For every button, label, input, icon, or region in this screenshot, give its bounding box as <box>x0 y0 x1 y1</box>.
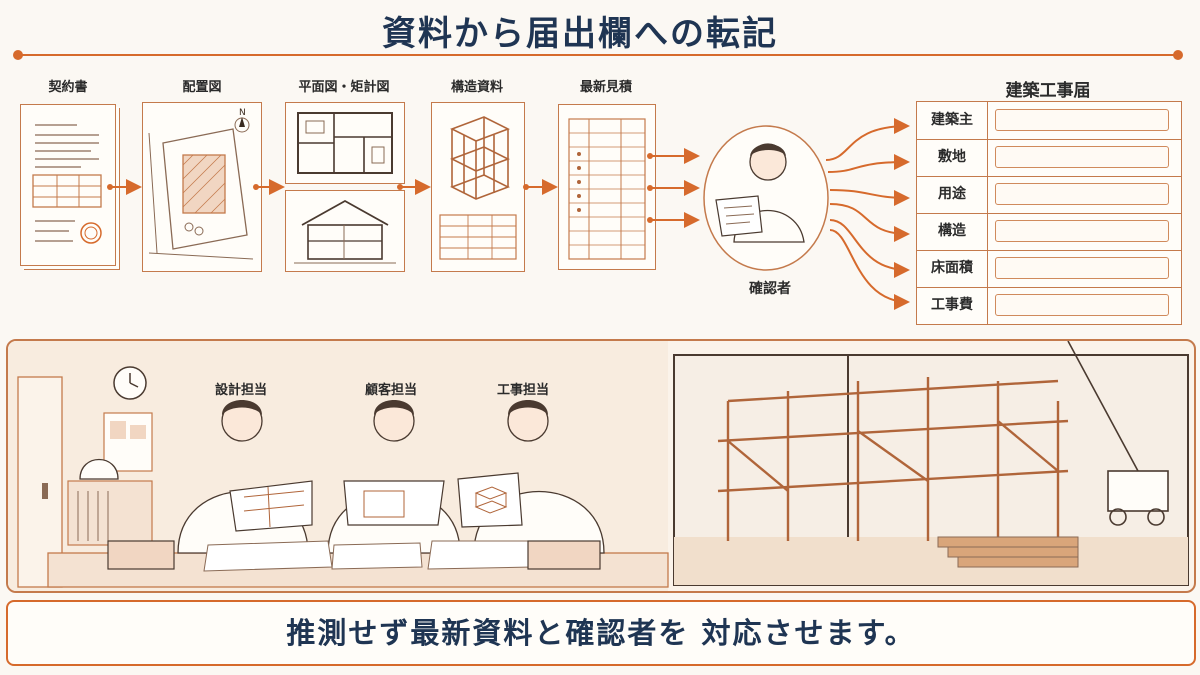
field-row-site: 敷地 <box>917 139 1181 177</box>
field-input-cost[interactable] <box>995 294 1169 316</box>
section-illustration <box>294 199 396 264</box>
person-designer <box>177 400 313 554</box>
construction-notice-form: 建築主 敷地 用途 構造 床面積 工事費 <box>916 101 1182 325</box>
field-input-structure[interactable] <box>995 220 1169 242</box>
doc-label-contract: 契約書 <box>48 80 88 95</box>
hard-hat-icon <box>79 458 119 480</box>
floor-plan-document <box>285 102 405 184</box>
person-client-manager <box>327 400 461 554</box>
doc-label-site-plan: 配置図 <box>182 80 222 95</box>
field-label-site: 敷地 <box>917 139 988 176</box>
person-construction-manager <box>457 400 605 554</box>
scene-illustration <box>8 341 1189 591</box>
site-plan-illustration: N <box>148 108 254 260</box>
structure-illustration <box>439 116 517 260</box>
title-divider <box>13 50 1183 60</box>
footer-message: 推測せず最新資料と確認者を 対応させます。 <box>286 616 916 650</box>
field-input-use[interactable] <box>995 183 1169 205</box>
field-row-floor-area: 床面積 <box>917 250 1181 288</box>
doc-label-floor-plan: 平面図・矩計図 <box>298 80 390 95</box>
floor-plan-illustration <box>297 112 393 174</box>
field-row-owner: 建築主 <box>917 102 1181 140</box>
timber-frame <box>717 377 1069 541</box>
office-scene: 設計担当 顧客担当 工事担当 <box>6 339 1196 593</box>
field-label-floor-area: 床面積 <box>917 250 988 287</box>
section-drawing <box>285 190 405 272</box>
crane-icon <box>1067 341 1169 526</box>
role-label-designer: 設計担当 <box>214 383 267 398</box>
role-label-client-manager: 顧客担当 <box>364 383 417 398</box>
field-row-structure: 構造 <box>917 213 1181 251</box>
shelf <box>67 480 153 546</box>
estimate-document <box>558 104 656 270</box>
door <box>17 376 63 588</box>
field-input-floor-area[interactable] <box>995 257 1169 279</box>
field-label-owner: 建築主 <box>917 102 988 139</box>
flow-arrows <box>107 118 910 310</box>
field-row-cost: 工事費 <box>917 287 1181 324</box>
estimate-illustration <box>568 118 646 260</box>
field-label-cost: 工事費 <box>917 287 988 324</box>
checker-illustration <box>703 125 829 271</box>
contract-document <box>20 104 116 266</box>
footer-message-box: 推測せず最新資料と確認者を 対応させます。 <box>6 600 1196 666</box>
role-label-construction-manager: 工事担当 <box>496 383 549 398</box>
site-plan-document: N <box>142 102 262 272</box>
field-input-owner[interactable] <box>995 109 1169 131</box>
field-label-use: 用途 <box>917 176 988 213</box>
doc-label-estimate: 最新見積 <box>579 80 632 95</box>
structure-document <box>431 102 525 272</box>
doc-label-structure: 構造資料 <box>450 80 503 95</box>
field-input-site[interactable] <box>995 146 1169 168</box>
form-title: 建築工事届 <box>1005 81 1091 101</box>
field-label-structure: 構造 <box>917 213 988 250</box>
page-title: 資料から届出欄への転記 <box>382 14 778 54</box>
compass-n: N <box>239 108 246 118</box>
checker-label: 確認者 <box>749 281 791 297</box>
field-row-use: 用途 <box>917 176 1181 214</box>
contract-illustration <box>32 124 102 244</box>
